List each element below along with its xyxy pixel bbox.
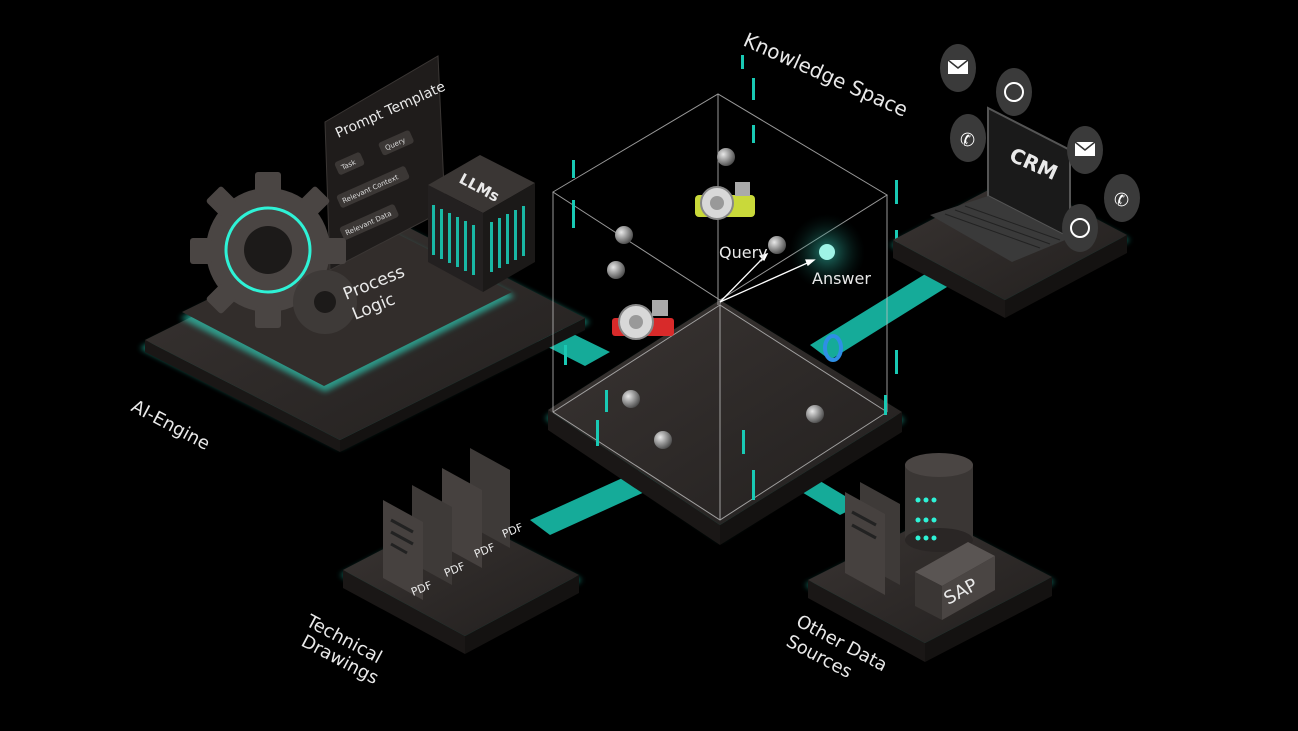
connector-crm-to-center [810, 268, 955, 360]
support-icon-2 [1062, 204, 1098, 252]
answer-label: Answer [812, 269, 871, 288]
pdf-documents: PDF PDF PDF PDF [383, 448, 525, 600]
query-arrows [719, 252, 816, 303]
connector-tech-to-center [530, 470, 660, 535]
query-label: Query [719, 243, 768, 262]
sap-box: SAP [915, 542, 995, 620]
laptop-icon: CRM [930, 106, 1071, 262]
ai-engine-label: AI-Engine [128, 396, 214, 455]
llms-block: LLMs [428, 155, 535, 292]
answer-glow [789, 214, 865, 290]
svg-text:✆: ✆ [960, 130, 975, 151]
documents-icon [845, 482, 900, 595]
machine-part-yellow [695, 182, 755, 220]
seal-ring-icon [823, 334, 843, 362]
database-icon [905, 453, 973, 552]
phone-icon: ✆ [950, 114, 986, 162]
gear-icon [190, 172, 357, 334]
mail-icon [940, 44, 976, 92]
knowledge-cube [552, 93, 888, 521]
mail-icon-2 [1067, 126, 1103, 174]
phone-icon-2: ✆ [1104, 174, 1140, 222]
machine-part-red [612, 300, 674, 340]
data-points [607, 148, 824, 449]
support-icon [996, 68, 1032, 116]
knowledge-space-label: Knowledge Space [740, 28, 912, 122]
svg-text:✆: ✆ [1114, 190, 1129, 211]
knowledge-space-platform [545, 300, 905, 545]
